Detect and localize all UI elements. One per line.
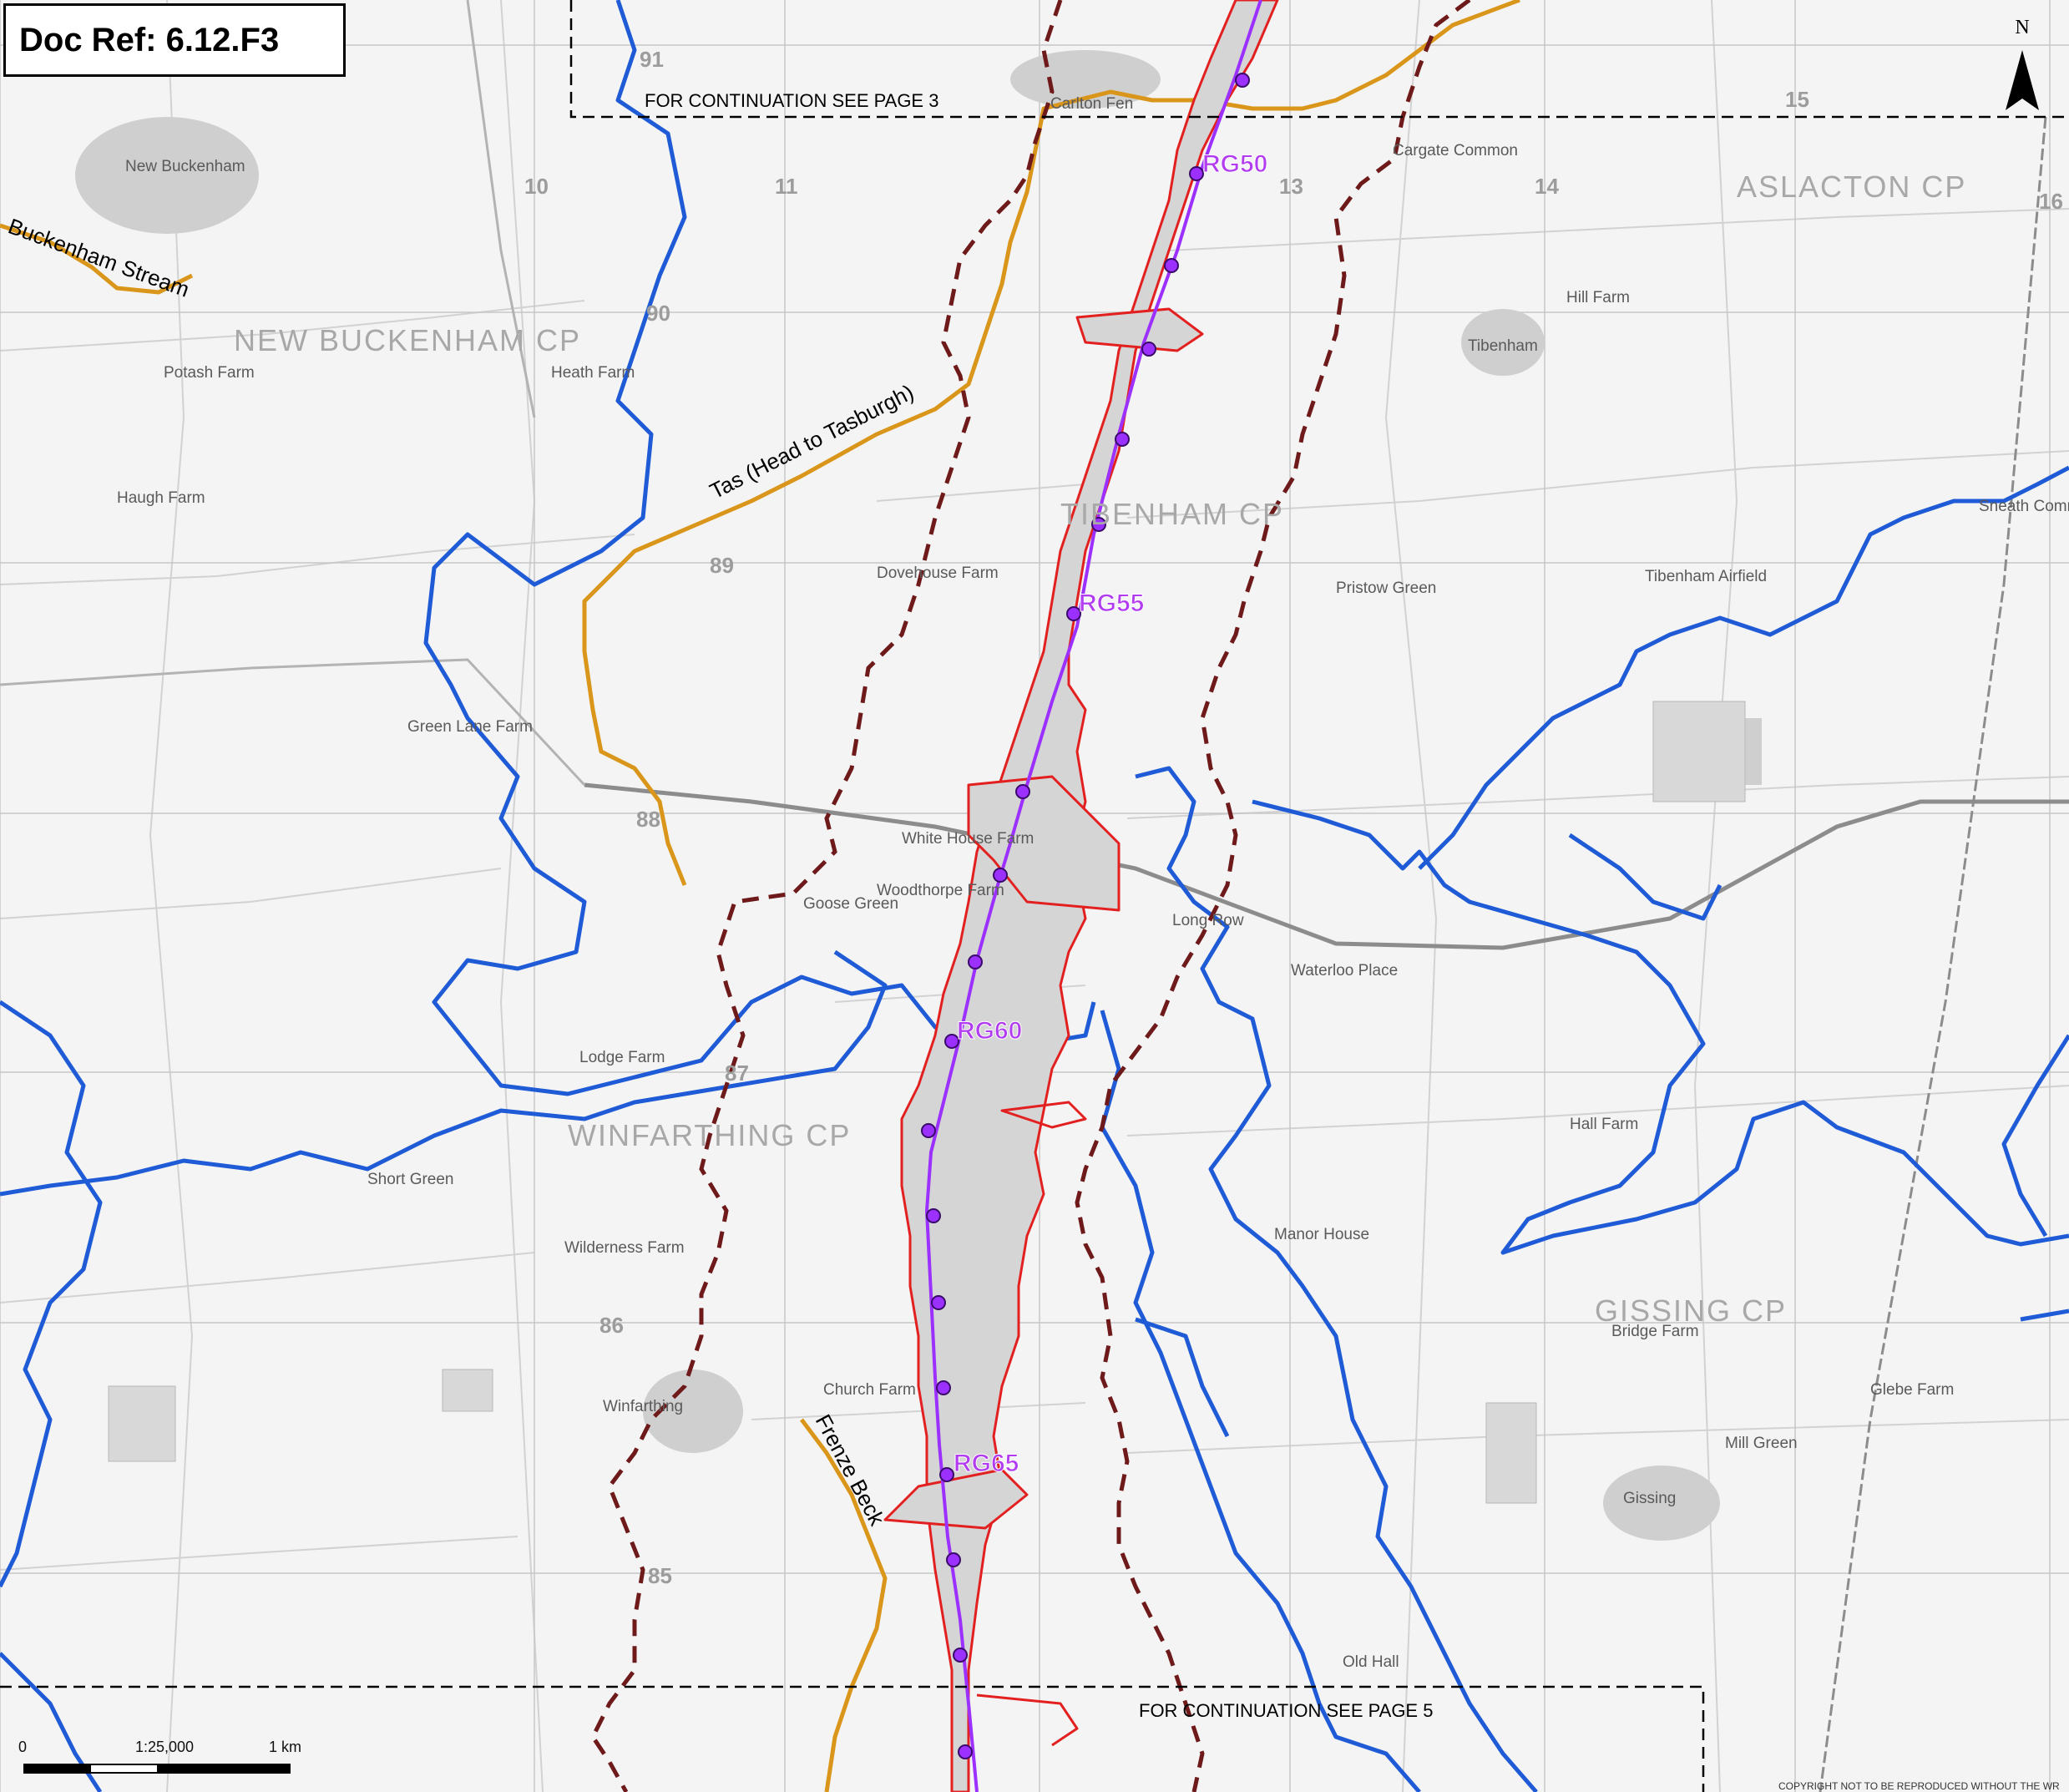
route-marker [1066,606,1081,621]
place-label: Sneath Common [1979,498,2069,515]
grid-label: 88 [636,807,660,832]
place-label: Lodge Farm [579,1049,665,1066]
place-label: Manor House [1274,1226,1369,1243]
continuation-label-top: FOR CONTINUATION SEE PAGE 3 [645,90,938,111]
place-label: Cargate Common [1393,142,1518,159]
scale-bar: 0 1:25,000 1 km [18,1739,319,1785]
waypoint-label: RG65 [954,1450,1019,1477]
place-label: Bridge Farm [1611,1323,1699,1340]
place-label: Green Lane Farm [407,718,533,736]
route-marker [968,954,983,969]
doc-ref-text: Doc Ref: 6.12.F3 [19,21,280,58]
grid-label: 15 [1785,87,1809,112]
route-marker [953,1648,968,1663]
route-marker [1091,517,1106,532]
place-label: Haugh Farm [117,489,205,507]
ordinary-watercourses [0,0,1520,1792]
waypoint-label: RG55 [1079,590,1144,617]
railway-line [1819,116,2047,1792]
grid-label: 91 [640,47,664,72]
parish-label: NEW BUCKENHAM CP [234,323,581,357]
place-label: Woodthorpe Farm [877,882,1004,899]
road-long-row [584,782,2069,950]
buckenham-stream-line [0,223,194,295]
waypoint-label: RG60 [957,1017,1022,1045]
place-label: Hill Farm [1566,289,1630,306]
parish-label: TIBENHAM CP [1060,497,1284,531]
tas-line [582,0,1520,886]
place-label: Tibenham [1468,337,1538,355]
place-label: Mill Green [1725,1435,1798,1452]
scale-ratio: 1:25,000 [135,1739,195,1755]
place-label: White House Farm [902,830,1034,848]
place-label: Gissing [1623,1490,1676,1507]
grid-label: 11 [775,174,798,199]
parish-label: ASLACTON CP [1737,170,1966,204]
place-label: New Buckenham [125,158,245,175]
grid-label: 86 [599,1313,624,1338]
route-marker [1189,166,1204,181]
north-arrow: N [1997,17,2047,117]
place-label: Short Green [367,1171,454,1188]
place-label: Goose Green [803,895,898,913]
doc-ref-box: Doc Ref: 6.12.F3 [3,3,346,77]
woodland [108,701,1746,1504]
grid-label: 10 [524,174,549,199]
place-label: Pristow Green [1336,580,1436,597]
continuation-label-bottom: FOR CONTINUATION SEE PAGE 5 [1139,1700,1433,1721]
scale-zero: 0 [18,1739,28,1755]
route-marker [1015,784,1030,799]
route-centreline [924,0,1262,1792]
route-marker [958,1744,973,1759]
route-markers [921,73,1250,1759]
place-label: Heath Farm [551,364,635,382]
north-label: N [2015,17,2030,38]
grid-label: 87 [725,1061,749,1086]
place-label: Glebe Farm [1870,1381,1954,1399]
frenze-beck-line [800,1418,888,1792]
study-area [590,0,1471,1792]
route-marker [926,1208,941,1223]
route-marker [1235,73,1250,88]
place-label: Potash Farm [164,364,255,382]
grid-label: 13 [1279,174,1303,199]
grid-label: 85 [648,1563,672,1588]
parish-label: WINFARTHING CP [568,1118,851,1152]
place-label: Wilderness Farm [564,1239,685,1257]
place-label: Winfarthing [603,1398,683,1415]
route-marker [1164,258,1179,273]
route-marker [1115,432,1130,447]
route-marker [1141,342,1156,357]
place-label: Dovehouse Farm [877,564,999,582]
place-label: Waterloo Place [1291,962,1398,980]
place-label: Church Farm [823,1381,916,1399]
grid-label: 16 [2039,189,2063,214]
order-limits [883,0,1279,1792]
route-marker [944,1034,959,1049]
place-label: Old Hall [1343,1653,1399,1671]
scale-graphic [23,1764,291,1774]
place-label: Tibenham Airfield [1645,568,1767,585]
place-label: Long Row [1172,912,1244,929]
route-marker [936,1380,951,1395]
route-marker [946,1552,961,1567]
route-marker [939,1467,954,1482]
place-label: Carlton Fen [1050,95,1133,113]
grid-label: 90 [646,301,670,326]
grid-label: 89 [710,553,734,578]
route-marker [931,1295,946,1310]
scale-end: 1 km [269,1739,302,1755]
route-marker [921,1123,936,1138]
north-arrow-icon [2006,50,2039,110]
parish-label: GISSING CP [1595,1293,1787,1328]
grid-label: 14 [1535,174,1559,199]
waypoint-label: RG50 [1202,150,1267,178]
place-label: Hall Farm [1570,1116,1638,1133]
route-marker [993,868,1008,883]
copyright-note: COPYRIGHT NOT TO BE REPRODUCED WITHOUT T… [1778,1780,2060,1792]
